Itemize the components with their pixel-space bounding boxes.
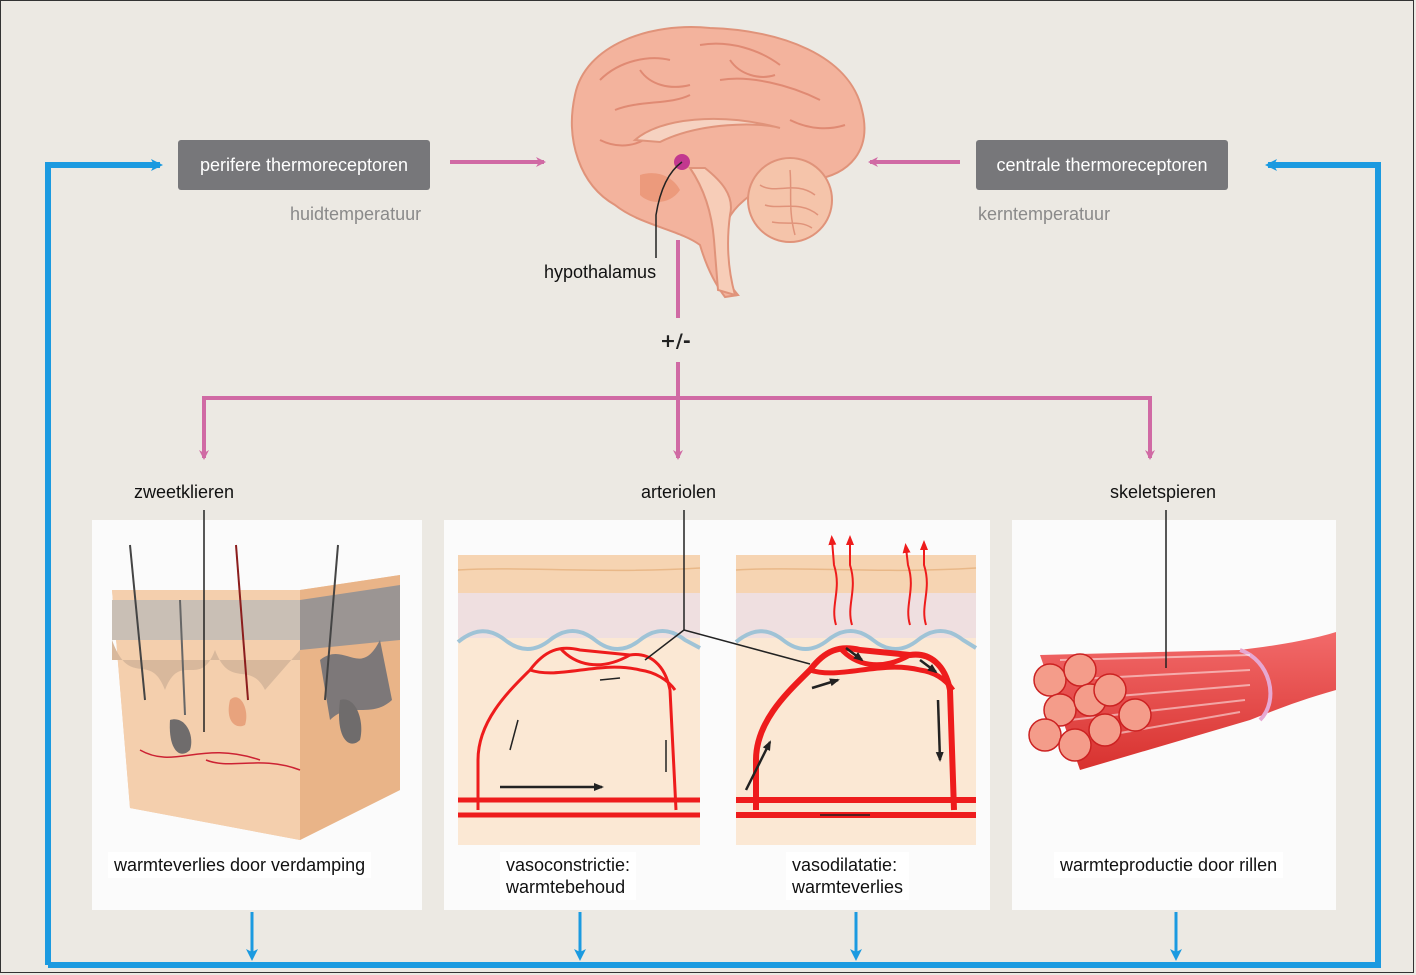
vasoconstriction-caption-line2: warmtebehoud (506, 876, 630, 898)
central-thermoreceptors-box: centrale thermoreceptoren (976, 140, 1228, 190)
shivering-caption: warmteproductie door rillen (1054, 852, 1283, 878)
vasodilation-illustration (736, 540, 976, 845)
brain-illustration (572, 27, 864, 297)
hypothalamus-label: hypothalamus (544, 262, 656, 283)
arterioles-label: arteriolen (641, 482, 716, 503)
central-thermoreceptors-label: centrale thermoreceptoren (996, 155, 1207, 176)
skin-temperature-label: huidtemperatuur (290, 204, 421, 225)
vasodilation-caption-line1: vasodilatatie: (792, 854, 903, 876)
evaporation-caption: warmteverlies door verdamping (108, 852, 371, 878)
vasoconstriction-illustration (458, 555, 700, 845)
vasoconstriction-caption-line1: vasoconstrictie: (506, 854, 630, 876)
skeletal-muscles-label: skeletspieren (1110, 482, 1216, 503)
core-temperature-label: kerntemperatuur (978, 204, 1110, 225)
vasodilation-caption: vasodilatatie: warmteverlies (786, 852, 909, 900)
plus-minus-sign: +/- (660, 330, 691, 352)
sweat-glands-label: zweetklieren (134, 482, 234, 503)
vasodilation-caption-line2: warmteverlies (792, 876, 903, 898)
peripheral-thermoreceptors-box: perifere thermoreceptoren (178, 140, 430, 190)
vasoconstriction-caption: vasoconstrictie: warmtebehoud (500, 852, 636, 900)
peripheral-thermoreceptors-label: perifere thermoreceptoren (200, 155, 408, 176)
